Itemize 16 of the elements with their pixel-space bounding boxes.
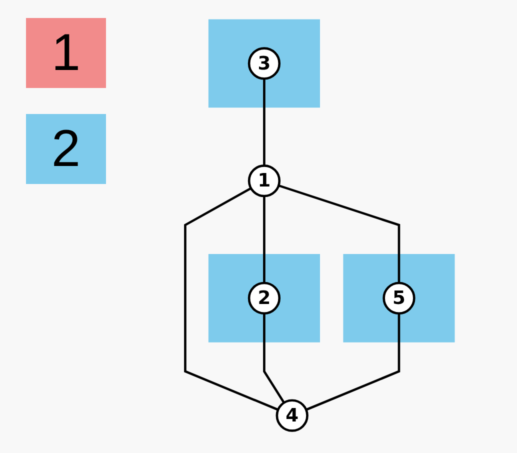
connector <box>263 313 285 404</box>
connector <box>306 313 400 411</box>
node-circle: 3 <box>248 47 281 80</box>
connector <box>278 184 400 284</box>
cluster <box>343 254 455 342</box>
cluster <box>208 19 320 108</box>
node-circle: 1 <box>248 164 281 198</box>
node-circle: 4 <box>276 399 308 432</box>
connector <box>184 187 279 411</box>
legend-label: 2 <box>52 119 80 179</box>
cluster <box>208 254 320 342</box>
connector <box>263 196 266 284</box>
legend-label: 1 <box>52 23 80 83</box>
connector <box>263 78 266 166</box>
node-circle: 2 <box>248 282 281 315</box>
node-circle: 5 <box>382 282 416 315</box>
